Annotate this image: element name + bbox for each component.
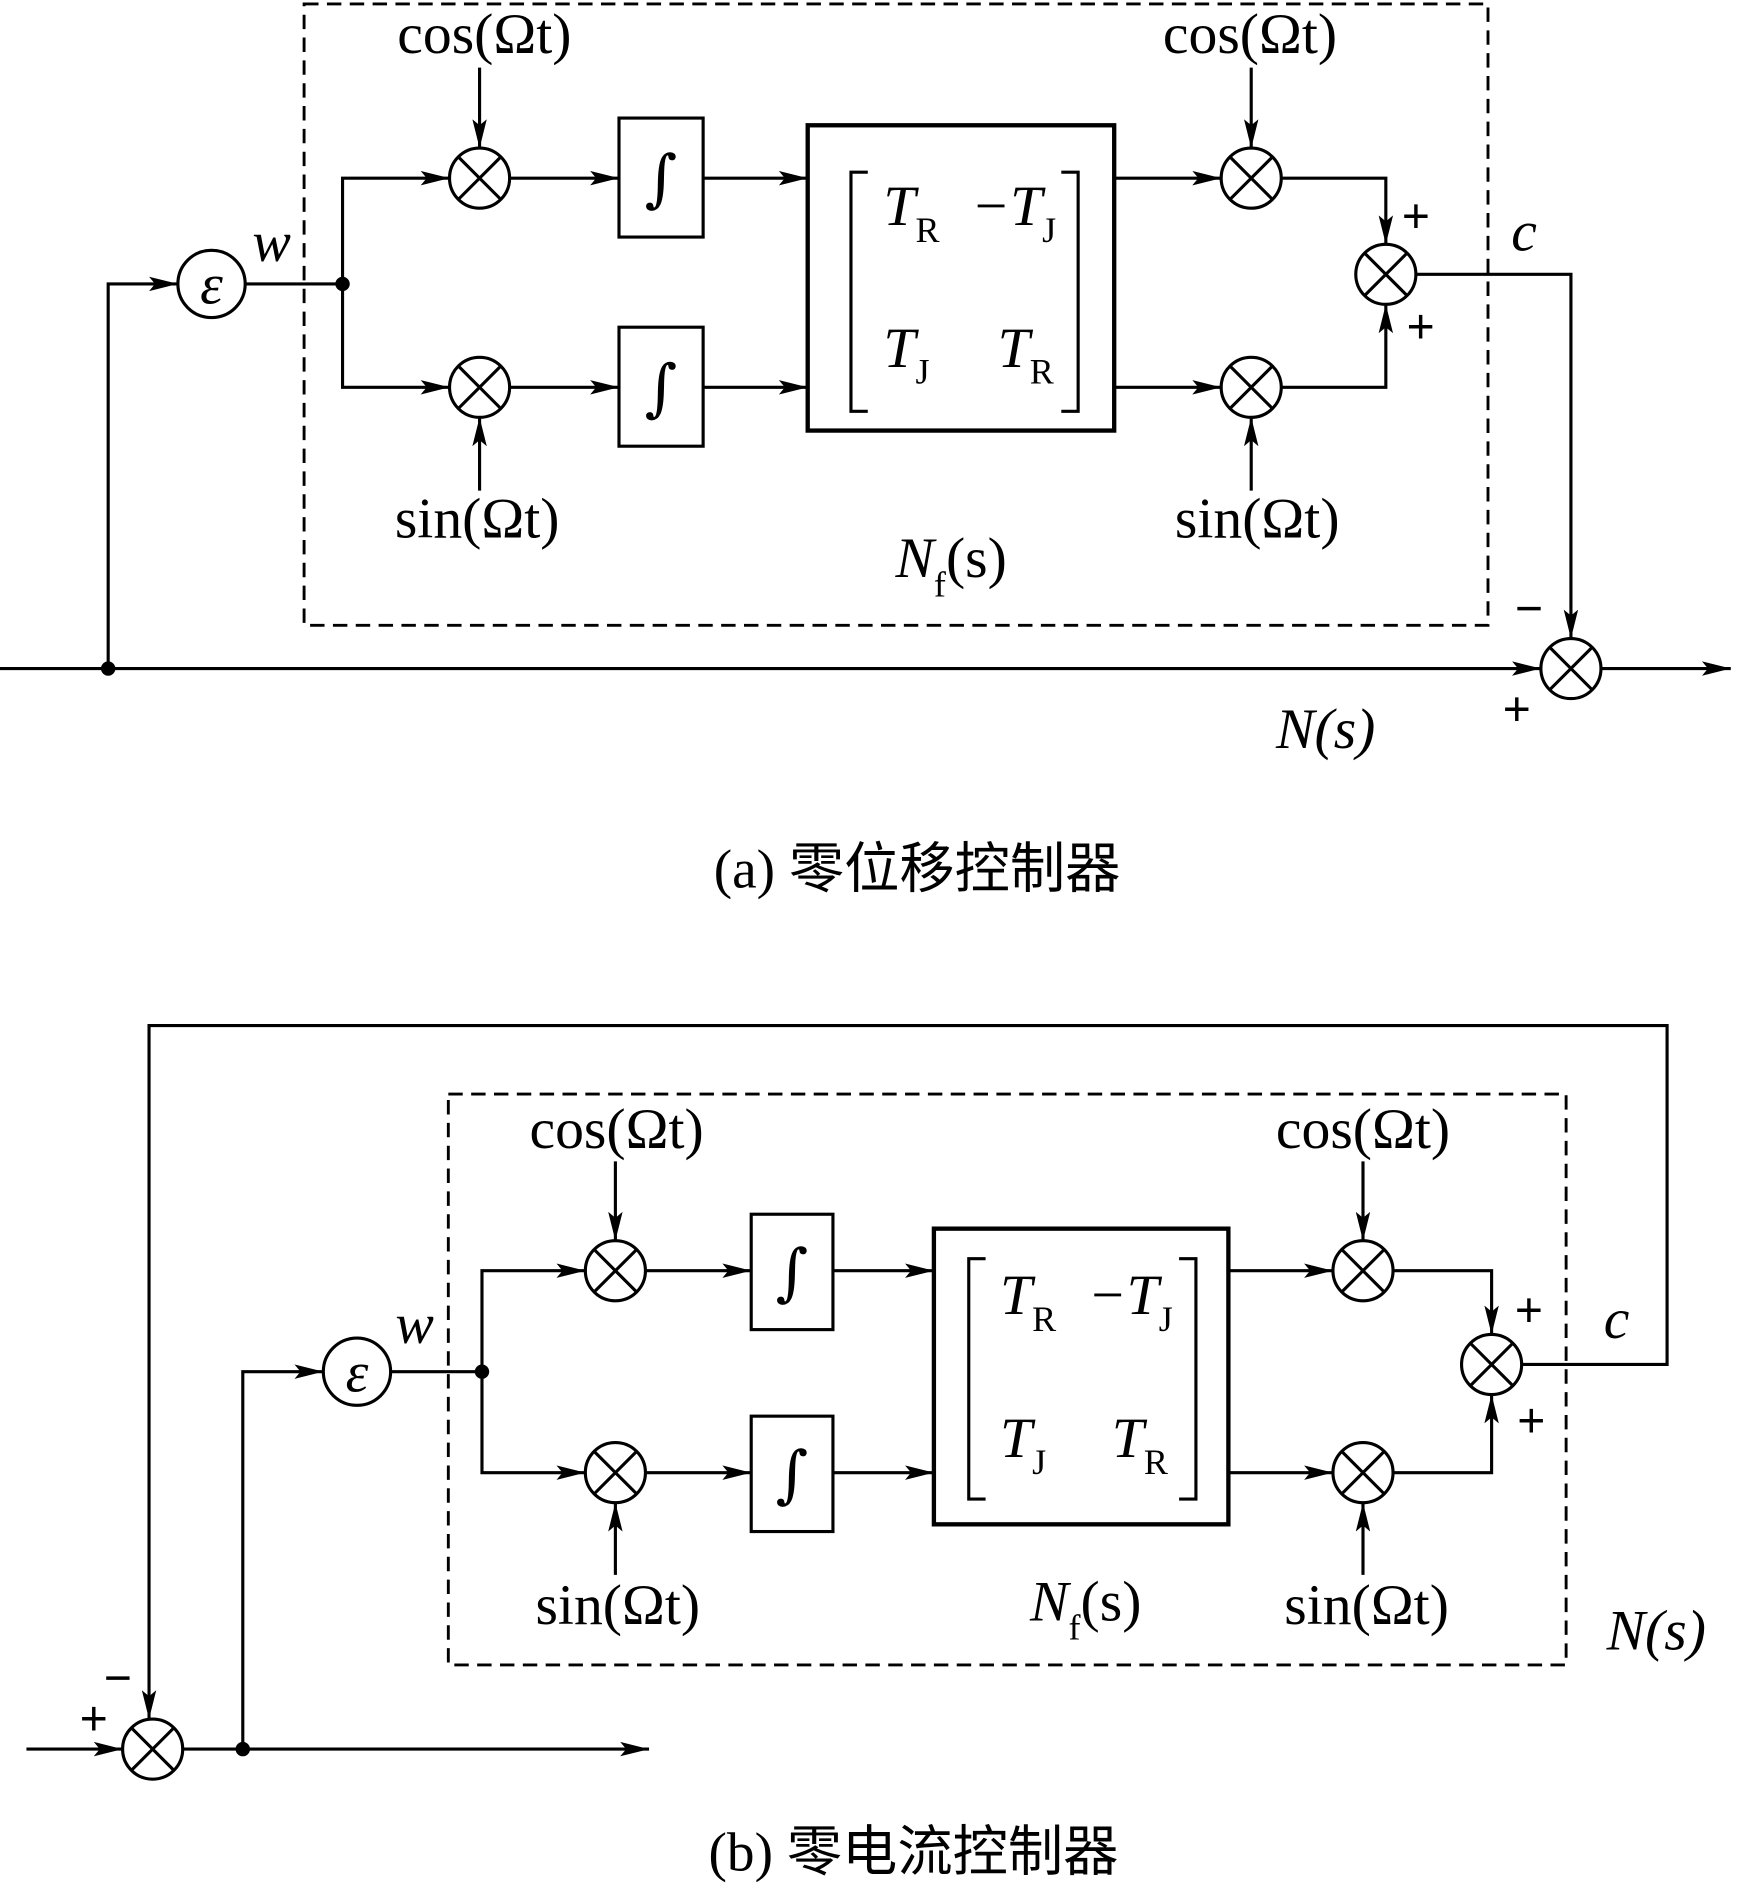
matrix-entry-tr-22-b: TR: [1112, 1407, 1168, 1482]
cos-label-right-b: cos(Ωt): [1276, 1098, 1450, 1161]
integral-sign-lower-a: ∫: [645, 351, 678, 424]
matrix-right-bracket-a: [1061, 170, 1080, 413]
cos-label-left-a: cos(Ωt): [397, 3, 571, 66]
matrix-right-bracket-b: [1179, 1257, 1198, 1501]
multiplier-sin-left-b: [583, 1441, 648, 1505]
caption-b: (b) 零电流控制器: [709, 1821, 1119, 1882]
minus-sign-input-b: −: [104, 1651, 132, 1705]
integrator-upper-b: ∫: [749, 1212, 835, 1332]
nf-dashed-boundary-b: [446, 1092, 1568, 1667]
integrator-lower-a: ∫: [617, 325, 705, 448]
line-to-sum-upper-a: [1281, 176, 1394, 245]
lower-branch-line-b: [480, 1371, 586, 1480]
integral-sign-upper-a: ∫: [645, 142, 678, 215]
diagram-b: c − + ε w cos(Ωt) sin(Ωt): [26, 1023, 1706, 1882]
multiplier-sin-right-b: [1331, 1441, 1395, 1505]
cos-label-right-a: cos(Ωt): [1163, 3, 1337, 66]
sin-label-left-b: sin(Ωt): [535, 1574, 700, 1637]
line-to-sum-lower-b: [1393, 1394, 1499, 1475]
summing-junction-inner-a: [1354, 242, 1418, 306]
matrix-left-bracket-a: [849, 170, 868, 413]
plus-sign-sum-lower-b: +: [1517, 1394, 1545, 1448]
line-to-epsilon-b: [241, 1364, 324, 1750]
plus-sign-sum-upper-b: +: [1515, 1283, 1543, 1337]
matrix-entry-neg-tj-12-a: −TJ: [971, 175, 1056, 250]
sin-label-right-b: sin(Ωt): [1284, 1574, 1449, 1637]
epsilon-block-a: ε: [176, 248, 247, 320]
multiplier-cos-left-b: [583, 1239, 648, 1303]
epsilon-label-b: ε: [346, 1341, 369, 1404]
summing-junction-output-a: [1539, 636, 1603, 701]
summing-junction-input-b: [121, 1717, 185, 1781]
c-label-b: c: [1604, 1288, 1630, 1351]
epsilon-label-a: ε: [200, 254, 223, 317]
minus-sign-output-a: −: [1515, 581, 1543, 635]
nf-label-b: Nf(s): [1029, 1570, 1141, 1647]
multiplier-cos-right-a: [1219, 146, 1283, 210]
line-to-sum-upper-b: [1393, 1269, 1499, 1335]
feedback-loop-line-b: [141, 1023, 1669, 1720]
caption-a: (a) 零位移控制器: [714, 838, 1121, 899]
nf-label-a: Nf(s): [894, 527, 1006, 604]
matrix-entry-tr-11-b: TR: [1000, 1264, 1056, 1339]
n-label-b: N(s): [1606, 1599, 1706, 1662]
matrix-entry-neg-tj-12-b: −TJ: [1088, 1264, 1173, 1339]
epsilon-block-b: ε: [321, 1336, 393, 1407]
plus-sign-sum-upper-a: +: [1402, 190, 1430, 244]
integral-sign-lower-b: ∫: [776, 1437, 809, 1510]
multiplier-sin-left-a: [447, 355, 512, 419]
plus-sign-output-a: +: [1503, 682, 1531, 736]
diagram-a: ε w cos(Ωt) sin(Ωt) ∫ ∫: [0, 2, 1731, 899]
lower-branch-line-a: [340, 283, 450, 395]
sin-label-right-a: sin(Ωt): [1175, 488, 1340, 551]
line-to-epsilon-a: [106, 276, 178, 669]
nf-dashed-boundary-a: [302, 2, 1490, 627]
multiplier-cos-right-b: [1331, 1239, 1395, 1303]
w-label-b: w: [395, 1293, 434, 1356]
c-label-a: c: [1511, 200, 1537, 263]
plus-sign-sum-lower-a: +: [1407, 300, 1435, 354]
upper-branch-line-a: [340, 170, 450, 284]
integrator-lower-b: ∫: [749, 1414, 835, 1534]
multiplier-cos-left-a: [447, 146, 512, 210]
matrix-left-bracket-b: [967, 1257, 986, 1501]
integrator-upper-a: ∫: [617, 116, 705, 239]
cos-label-left-b: cos(Ωt): [529, 1098, 703, 1161]
line-to-sum-lower-a: [1281, 304, 1394, 389]
w-label-a: w: [252, 211, 291, 274]
rotation-matrix-block-b: TR −TJ TJ TR: [931, 1226, 1231, 1527]
upper-branch-line-b: [480, 1263, 586, 1372]
rotation-matrix-block-a: TR −TJ TJ TR: [805, 123, 1117, 433]
n-label-a: N(s): [1275, 698, 1375, 761]
plus-sign-input-b: +: [80, 1692, 108, 1746]
sin-label-left-a: sin(Ωt): [395, 488, 560, 551]
matrix-entry-tr-22-a: TR: [998, 317, 1054, 392]
c-signal-line-a: [1415, 272, 1579, 639]
matrix-entry-tr-11-a: TR: [883, 175, 939, 250]
integral-sign-upper-b: ∫: [776, 1235, 809, 1308]
matrix-entry-tj-21-b: TJ: [1000, 1407, 1046, 1482]
multiplier-sin-right-a: [1219, 355, 1283, 419]
matrix-entry-tj-21-a: TJ: [883, 317, 929, 392]
summing-junction-inner-b: [1459, 1332, 1524, 1397]
